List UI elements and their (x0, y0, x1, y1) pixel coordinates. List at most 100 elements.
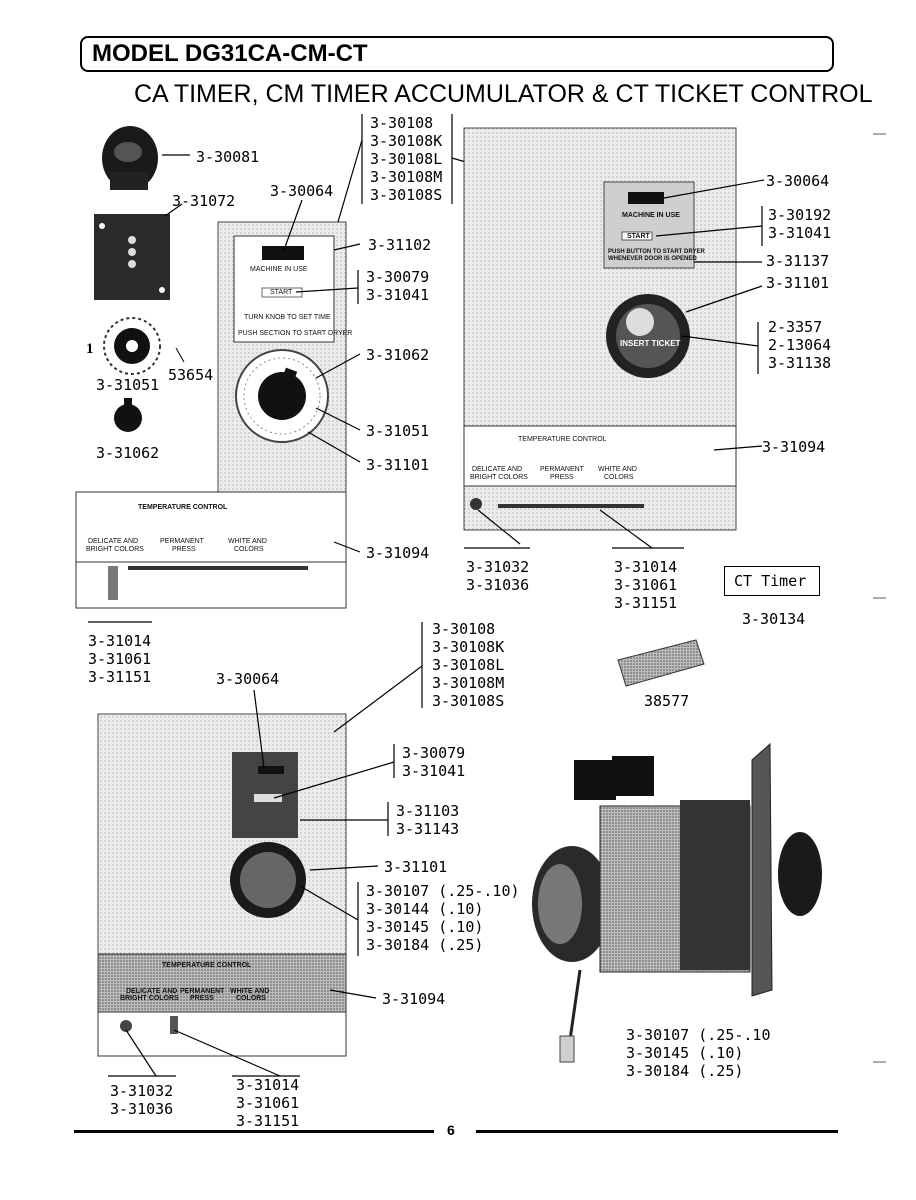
cm-permanent: PERMANENT (180, 988, 225, 995)
ct-insert-ticket: INSERT TICKET (620, 339, 681, 348)
ct-bright-colors: BRIGHT COLORS (470, 474, 528, 481)
part-label: 3-31061 (236, 1094, 300, 1112)
ct-machine-in-use: MACHINE IN USE (622, 212, 680, 219)
part-label: 53654 (168, 366, 214, 384)
ca-temperature-control: TEMPERATURE CONTROL (138, 504, 228, 511)
ca-press: PRESS (172, 546, 196, 553)
part-label: 2-13064 (768, 336, 832, 354)
part-label: 3-31041 (402, 762, 466, 780)
part-label: 3-30064 (216, 670, 280, 688)
part-label: 3-31014 (88, 632, 152, 650)
part-label: 3-31014 (236, 1076, 300, 1094)
ct-colors: COLORS (604, 474, 634, 481)
part-label: 3-30107 (.25-.10 (626, 1026, 771, 1044)
ca-delicate: DELICATE AND (88, 538, 139, 545)
part-label: 3-31151 (236, 1112, 300, 1130)
part-label: 3-30064 (766, 172, 830, 190)
part-label: 3-31103 (396, 802, 460, 820)
footer-rule-right (476, 1130, 838, 1133)
part-label: 3-31041 (768, 224, 832, 242)
ca-machine-in-use: MACHINE IN USE (250, 266, 308, 273)
part-label: 3-31094 (366, 544, 430, 562)
knob-part-30081 (102, 126, 158, 190)
part-label: 3-31072 (172, 192, 236, 210)
cm-timer-panel (97, 713, 347, 1057)
mounting-plate-31072 (94, 214, 170, 300)
part-label: 3-30145 (.10) (366, 918, 484, 936)
part-label: 3-31137 (766, 252, 830, 270)
part-label: 38577 (644, 692, 690, 710)
title-frame (80, 36, 834, 72)
ca-colors: COLORS (234, 546, 264, 553)
knob-31062 (114, 398, 142, 432)
part-label: 3-31102 (368, 236, 432, 254)
cm-press: PRESS (190, 995, 214, 1002)
ca-bright-colors: BRIGHT COLORS (86, 546, 144, 553)
part-label: 3-30144 (.10) (366, 900, 484, 918)
ca-start-label: START (270, 289, 293, 296)
part-label: 3-31032 (466, 558, 530, 576)
page-subtitle: CA TIMER, CM TIMER ACCUMULATOR & CT TICK… (134, 80, 873, 108)
ct-ticket-panel (463, 127, 737, 531)
part-label: 3-31101 (384, 858, 448, 876)
cm-colors: COLORS (236, 995, 266, 1002)
part-label: 3-31061 (614, 576, 678, 594)
part-label: 3-31051 (96, 376, 160, 394)
ca-push-section: PUSH SECTION TO START DRYER (238, 330, 353, 337)
part-label: 3-31061 (88, 650, 152, 668)
part-label: 3-31151 (614, 594, 678, 612)
part-label: 3-30108M (370, 168, 443, 186)
page-title: MODEL DG31CA-CM-CT (92, 40, 368, 67)
part-label: 3-30108S (370, 186, 443, 204)
ct-delicate: DELICATE AND (472, 466, 523, 473)
part-label: 3-30064 (270, 182, 334, 200)
part-label: 3-30108 (432, 620, 496, 638)
tag-38577 (617, 639, 705, 687)
cm-delicate: DELICATE AND (126, 988, 178, 995)
part-label: 3-30079 (402, 744, 466, 762)
part-label: 3-30108K (432, 638, 505, 656)
cm-white-and: WHITE AND (230, 988, 270, 995)
part-label: 3-30081 (196, 148, 260, 166)
dial-31051 (103, 317, 161, 375)
part-label: 3-31041 (366, 286, 430, 304)
ct-start-label: START (627, 233, 650, 240)
part-label: 3-30108S (432, 692, 505, 710)
part-label: 3-30108 (370, 114, 434, 132)
leaders-cm (108, 622, 423, 1077)
part-label: 3-31014 (614, 558, 678, 576)
leaders-ct (464, 179, 765, 549)
part-label: 3-31143 (396, 820, 460, 838)
part-label: 3-30107 (.25-.10) (366, 882, 520, 900)
part-label: 3-31036 (110, 1100, 174, 1118)
part-label: 3-31094 (762, 438, 826, 456)
ct-temperature-control: TEMPERATURE CONTROL (518, 436, 607, 443)
ct-press: PRESS (550, 474, 574, 481)
ct-permanent: PERMANENT (540, 466, 584, 473)
part-label: 3-30134 (742, 610, 806, 628)
part-label: 3-31138 (768, 354, 832, 372)
part-label: 3-30145 (.10) (626, 1044, 744, 1062)
ct-push-button: PUSH BUTTON TO START DRYER (608, 249, 705, 255)
part-label: 3-31101 (766, 274, 830, 292)
part-label: 3-31094 (382, 990, 446, 1008)
part-label: 3-31062 (96, 444, 160, 462)
timer-mechanism (532, 742, 822, 1063)
part-label: 1 (86, 341, 94, 357)
ca-white-and: WHITE AND (228, 538, 267, 545)
part-label: 3-30184 (.25) (366, 936, 484, 954)
part-label: 3-30184 (.25) (626, 1062, 744, 1080)
cm-temperature-control: TEMPERATURE CONTROL (162, 962, 252, 969)
ca-permanent: PERMANENT (160, 538, 204, 545)
ca-timer-panel (75, 221, 347, 609)
ct-whenever-door: WHENEVER DOOR IS OPENED (608, 256, 697, 262)
ct-timer-box (724, 566, 820, 596)
part-label: 3-30108M (432, 674, 505, 692)
part-label: 3-30192 (768, 206, 832, 224)
cm-bright-colors: BRIGHT COLORS (120, 995, 179, 1002)
part-label: 3-31051 (366, 422, 430, 440)
part-label: 3-31062 (366, 346, 430, 364)
ca-turn-knob: TURN KNOB TO SET TIME (244, 314, 331, 321)
